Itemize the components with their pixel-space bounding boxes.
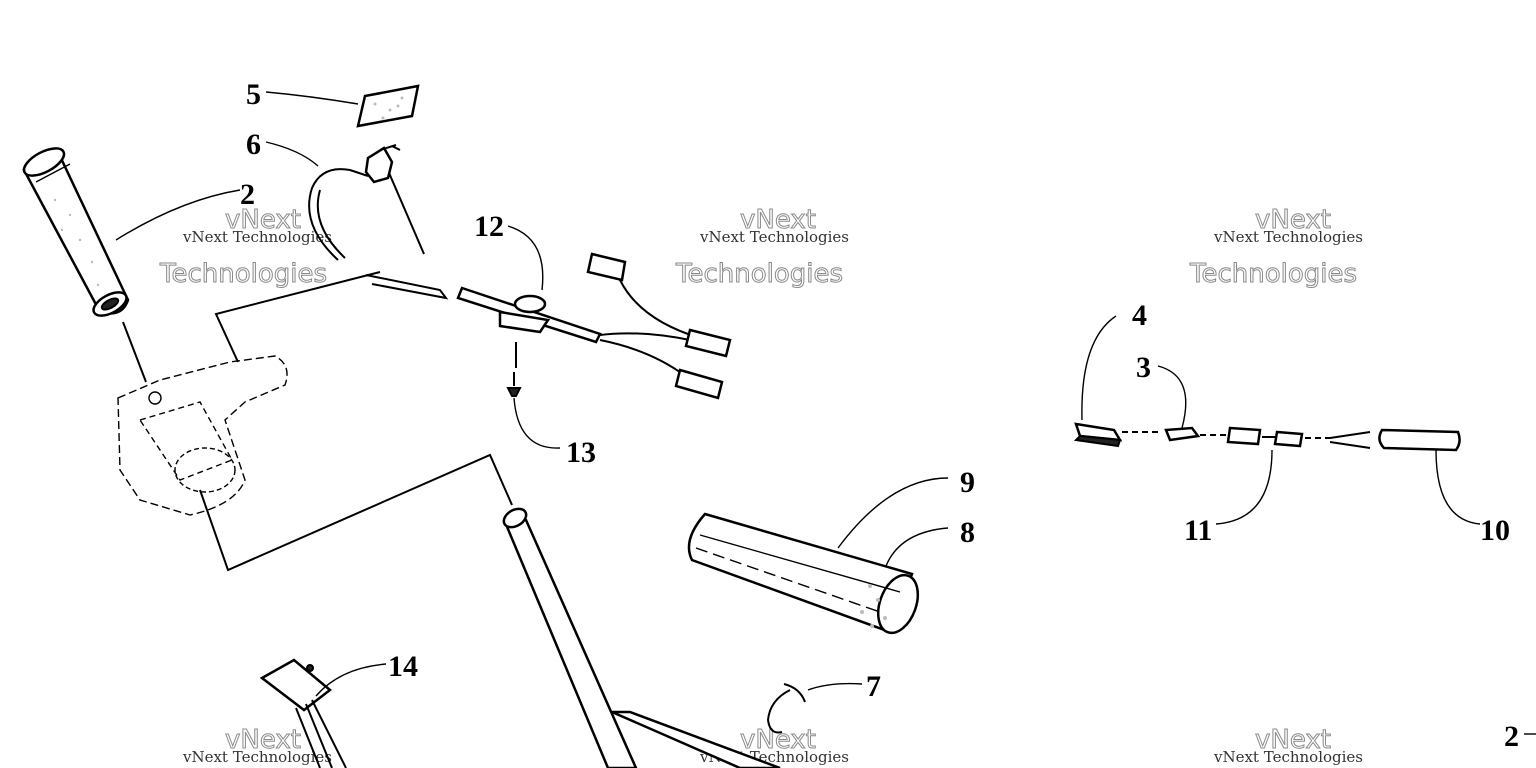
leader-7 [807,682,863,691]
leader-2 [115,189,241,241]
svg-text:vNext: vNext [1255,725,1331,755]
callout-12: 12 [474,210,504,243]
part-clamp-ring [766,683,806,734]
watermark-6: vNext vNext Technologies [1213,725,1363,767]
part-terminal-set [1073,422,1461,452]
svg-text:vNext Technologies: vNext Technologies [182,748,332,766]
part-connector [259,658,347,768]
callout-5: 5 [246,78,261,111]
callout-14: 14 [388,650,418,683]
leader-14 [315,663,387,697]
callout-2: 2 [240,178,255,211]
svg-text:vNext: vNext [1255,205,1331,235]
leader-3 [1157,365,1187,429]
callout-7: 7 [866,670,881,703]
svg-text:Technologies: Technologies [159,259,327,289]
leader-9 [837,477,949,549]
part-heater-element [308,144,401,261]
watermark-2: vNext vNext Technologies Technologies [675,205,850,290]
callout-13: 13 [566,436,596,469]
callout-10: 10 [1480,514,1510,547]
callout-labels: 2 3 4 5 6 7 8 9 10 11 12 13 14 2 [240,78,1519,753]
watermark-4: vNext vNext Technologies [182,725,332,767]
throttle-housing [117,355,288,516]
part-heated-grip [687,512,920,635]
leader-4 [1081,315,1117,421]
callout-3: 3 [1136,351,1151,384]
watermark-1: vNext vNext Technologies Technologies [159,205,333,290]
svg-text:vNext Technologies: vNext Technologies [1213,748,1363,766]
assembly-lines [122,151,1330,572]
svg-text:vNext: vNext [740,725,816,755]
svg-text:vNext: vNext [740,205,816,235]
leader-12 [507,225,544,291]
svg-text:vNext: vNext [225,205,301,235]
leader-8 [885,527,949,567]
svg-text:Technologies: Technologies [675,259,843,289]
part-screw [506,372,522,397]
leader-lines [115,91,1536,735]
part-grip [22,147,130,317]
svg-text:vNext: vNext [225,725,301,755]
callout-6: 6 [246,128,261,161]
part-handlebar [502,507,781,768]
callout-9: 9 [960,466,975,499]
callout-11: 11 [1184,514,1212,547]
leader-11 [1215,449,1273,525]
leader-13 [513,397,561,449]
part-wiring-harness [365,252,732,400]
watermark-3: vNext vNext Technologies Technologies [1189,205,1364,290]
svg-text:Technologies: Technologies [1189,259,1357,289]
part-pad [356,84,420,128]
leader-10 [1435,449,1481,525]
svg-text:vNext Technologies: vNext Technologies [1213,228,1363,246]
leader-5 [265,91,359,105]
callout-8: 8 [960,516,975,549]
callout-4: 4 [1132,299,1147,332]
svg-text:vNext Technologies: vNext Technologies [182,228,332,246]
callout-edge-2: 2 [1504,720,1519,753]
leader-6 [265,141,319,167]
svg-text:vNext Technologies: vNext Technologies [699,228,849,246]
